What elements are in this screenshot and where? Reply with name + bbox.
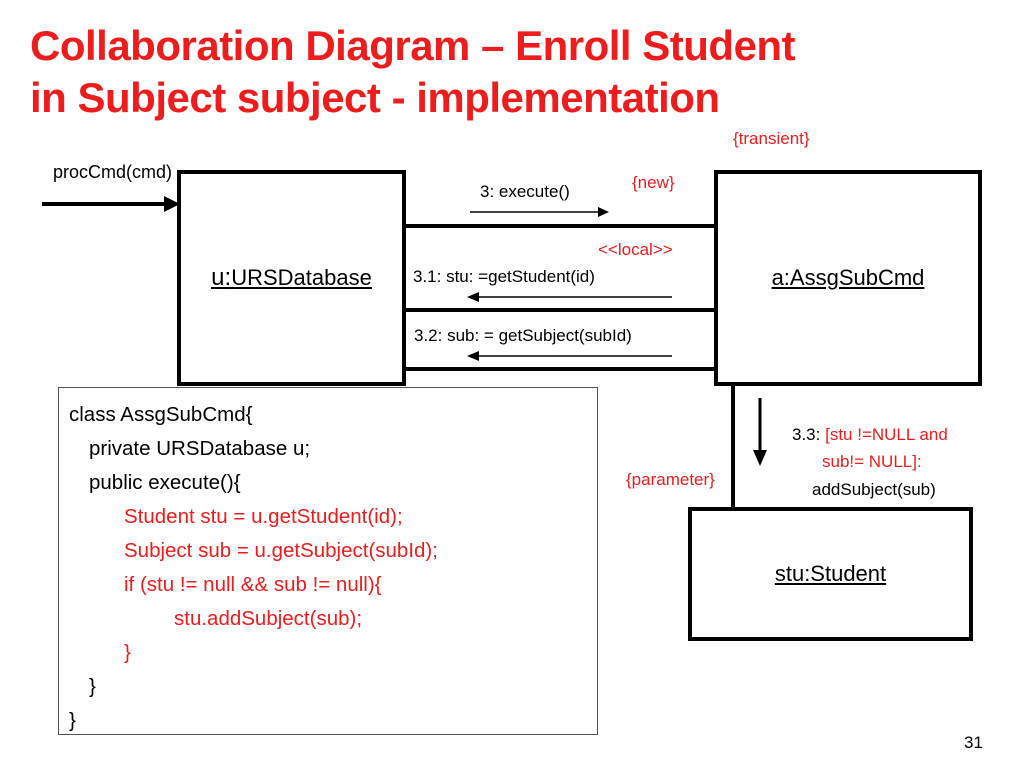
message-execute: 3: execute() (480, 182, 570, 201)
code-line: Subject sub = u.getSubject(subId); (124, 539, 438, 562)
object-ursdatabase-name: URSDatabase (231, 265, 372, 290)
object-assgsubcmd: a:AssgSubCmd (714, 170, 982, 386)
code-line: public execute(){ (89, 471, 241, 494)
execute-arrowhead (598, 207, 609, 217)
message-getsubject: 3.2: sub: = getSubject(subId) (414, 326, 632, 345)
link-assg-student (731, 384, 735, 508)
object-ursdatabase-prefix: u: (211, 264, 232, 291)
message-addsubject-guard-1: [stu !=NULL and (825, 425, 948, 444)
stereotype-transient: {transient} (733, 129, 810, 148)
link-urs-assg-middle (404, 308, 716, 312)
object-student: stu:Student (688, 507, 973, 641)
message-getstudent: 3.1: stu: =getStudent(id) (413, 267, 595, 286)
code-line: Student stu = u.getStudent(id); (124, 505, 403, 528)
code-line: if (stu != null && sub != null){ (124, 573, 382, 596)
slide-title: Collaboration Diagram – Enroll Student i… (30, 20, 1010, 124)
getsubject-arrowhead (467, 351, 479, 361)
code-listing: class AssgSubCmd{ private URSDatabase u; p… (58, 387, 598, 735)
getstudent-arrowhead (467, 292, 479, 302)
link-urs-assg-bottom (404, 367, 716, 371)
object-student-label: stu:Student (774, 561, 887, 586)
object-ursdatabase-label: u:URSDatabase (211, 264, 372, 292)
stereotype-local: <<local>> (598, 240, 673, 259)
slide-title-line-2: in Subject subject - implementation (30, 74, 720, 121)
object-assgsubcmd-label: a:AssgSubCmd (771, 265, 925, 290)
code-line: } (69, 709, 76, 732)
message-addsubject-number: 3.3: [stu !=NULL and (792, 425, 948, 445)
message-addsubject-seq: 3.3: (792, 425, 826, 444)
incoming-arrowhead (164, 196, 180, 212)
addsubject-arrowhead (753, 450, 767, 466)
message-proccmd: procCmd(cmd) (53, 162, 173, 182)
link-urs-assg-top (404, 224, 716, 228)
page-number: 31 (964, 733, 983, 752)
code-line: stu.addSubject(sub); (174, 607, 363, 630)
code-line: } (124, 641, 131, 664)
code-line: class AssgSubCmd{ (69, 403, 253, 426)
code-line: private URSDatabase u; (89, 437, 311, 460)
slide-title-line-1: Collaboration Diagram – Enroll Student (30, 22, 796, 69)
message-addsubject-call: addSubject(sub) (812, 480, 936, 499)
stereotype-parameter: {parameter} (626, 470, 715, 489)
object-ursdatabase: u:URSDatabase (177, 170, 406, 386)
stereotype-new: {new} (632, 173, 675, 192)
code-line: } (89, 675, 96, 698)
message-addsubject-guard-2: sub!= NULL]: (822, 452, 922, 471)
